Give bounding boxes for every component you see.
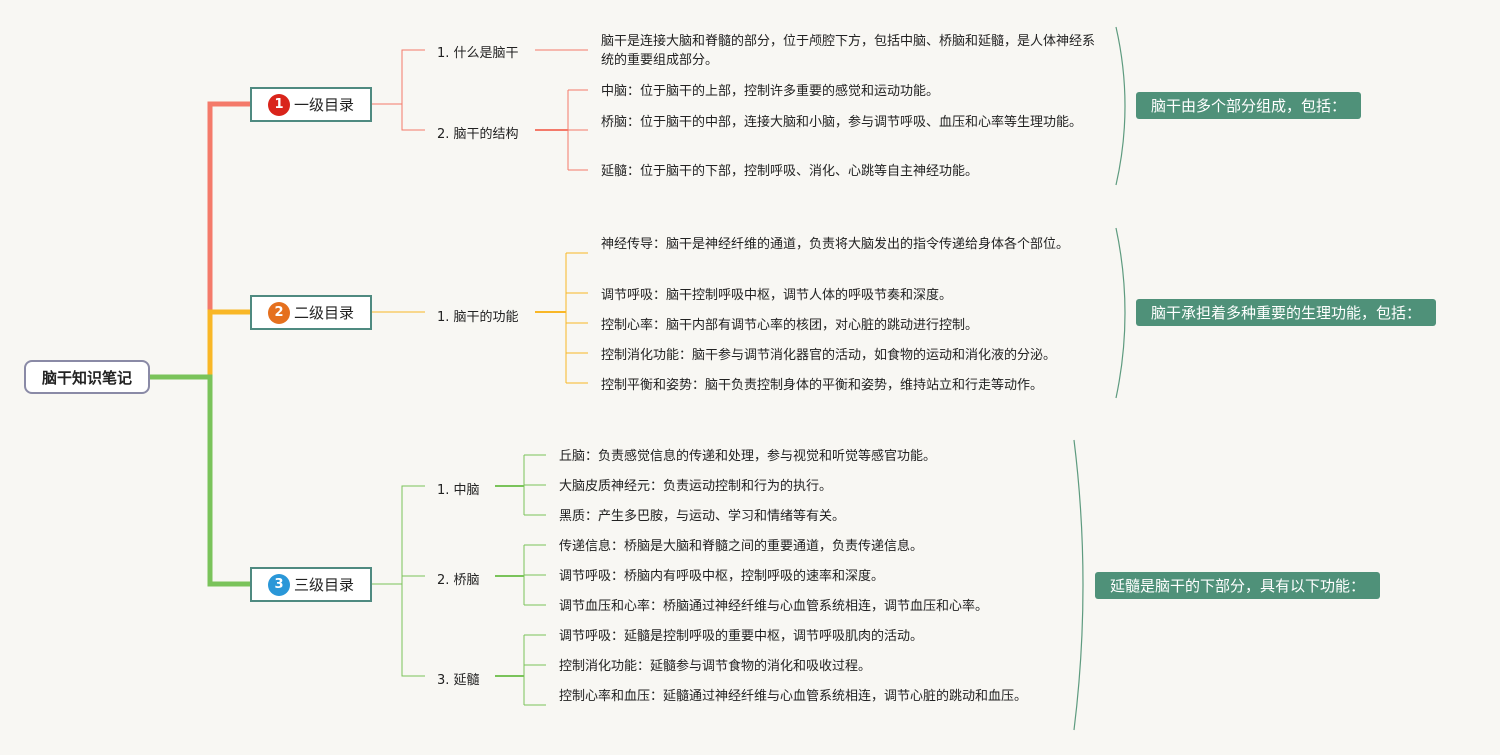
- leaf-topic[interactable]: 桥脑：位于脑干的中部，连接大脑和小脑，参与调节呼吸、血压和心率等生理功能。: [601, 115, 1083, 130]
- subtopic-what-is-brainstem[interactable]: 1. 什么是脑干: [437, 46, 519, 61]
- leaf-topic[interactable]: 调节血压和心率：桥脑通过神经纤维与心血管系统相连，调节血压和心率。: [559, 599, 989, 614]
- summary-brace: [1115, 26, 1126, 186]
- leaf-topic[interactable]: 中脑：位于脑干的上部，控制许多重要的感觉和运动功能。: [601, 84, 940, 99]
- branch-node-1[interactable]: 1 一级目录: [250, 87, 372, 122]
- number-1-badge-icon: 1: [267, 93, 290, 116]
- leaf-topic[interactable]: 黑质：产生多巴胺，与运动、学习和情绪等有关。: [559, 509, 846, 524]
- leaf-topic[interactable]: 大脑皮质神经元：负责运动控制和行为的执行。: [559, 479, 833, 494]
- leaf-topic[interactable]: 控制消化功能：延髓参与调节食物的消化和吸收过程。: [559, 659, 872, 674]
- leaf-topic[interactable]: 延髓：位于脑干的下部，控制呼吸、消化、心跳等自主神经功能。: [601, 164, 979, 179]
- summary-brace: [1073, 439, 1084, 731]
- leaf-topic[interactable]: 调节呼吸：桥脑内有呼吸中枢，控制呼吸的速率和深度。: [559, 569, 885, 584]
- leaf-topic[interactable]: 控制平衡和姿势：脑干负责控制身体的平衡和姿势，维持站立和行走等动作。: [601, 378, 1044, 393]
- subtopic-midbrain[interactable]: 1. 中脑: [437, 483, 480, 498]
- summary-label[interactable]: 延髓是脑干的下部分，具有以下功能：: [1095, 572, 1381, 599]
- branch-label: 三级目录: [293, 576, 354, 594]
- subtopic-brainstem-structure[interactable]: 2. 脑干的结构: [437, 127, 519, 142]
- leaf-topic[interactable]: 调节呼吸：延髓是控制呼吸的重要中枢，调节呼吸肌肉的活动。: [559, 629, 924, 644]
- leaf-topic[interactable]: 传递信息：桥脑是大脑和脊髓之间的重要通道，负责传递信息。: [559, 539, 924, 554]
- branch-connector-2: [150, 309, 250, 380]
- leaf-topic[interactable]: 丘脑：负责感觉信息的传递和处理，参与视觉和听觉等感官功能。: [559, 449, 937, 464]
- sub-connector: [401, 584, 425, 677]
- leaf-topic[interactable]: 控制心率：脑干内部有调节心率的核团，对心脏的跳动进行控制。: [601, 318, 979, 333]
- leaf-topic[interactable]: 调节呼吸：脑干控制呼吸中枢，调节人体的呼吸节奏和深度。: [601, 288, 953, 303]
- summary-brace: [1115, 227, 1126, 399]
- subtopic-brainstem-function[interactable]: 1. 脑干的功能: [437, 310, 519, 325]
- sub-connector: [372, 485, 425, 585]
- summary-label[interactable]: 脑干由多个部分组成，包括：: [1136, 92, 1362, 119]
- leaf-topic[interactable]: 神经传导：脑干是神经纤维的通道，负责将大脑发出的指令传递给身体各个部位。: [601, 237, 1070, 252]
- branch-label: 二级目录: [293, 304, 354, 322]
- subtopic-pons[interactable]: 2. 桥脑: [437, 573, 480, 588]
- branch-connector-1: [150, 101, 250, 380]
- subtopic-medulla[interactable]: 3. 延髓: [437, 673, 480, 688]
- branch-node-2[interactable]: 2 二级目录: [250, 295, 372, 330]
- leaf-topic[interactable]: 脑干是连接大脑和脊髓的部分，位于颅腔下方，包括中脑、桥脑和延髓，是人体神经系统的…: [601, 34, 1096, 68]
- leaf-topic[interactable]: 控制消化功能：脑干参与调节消化器官的活动，如食物的运动和消化液的分泌。: [601, 348, 1057, 363]
- sub-connector: [401, 104, 425, 131]
- branch-connector-3: [150, 374, 250, 587]
- branch-label: 一级目录: [293, 96, 354, 114]
- number-3-badge-icon: 3: [267, 573, 290, 596]
- summary-label[interactable]: 脑干承担着多种重要的生理功能，包括：: [1136, 299, 1437, 326]
- branch-node-3[interactable]: 3 三级目录: [250, 567, 372, 602]
- leaf-topic[interactable]: 控制心率和血压：延髓通过神经纤维与心血管系统相连，调节心脏的跳动和血压。: [559, 689, 1028, 704]
- root-node[interactable]: 脑干知识笔记: [24, 360, 150, 394]
- sub-connector: [372, 49, 425, 105]
- number-2-badge-icon: 2: [267, 301, 290, 324]
